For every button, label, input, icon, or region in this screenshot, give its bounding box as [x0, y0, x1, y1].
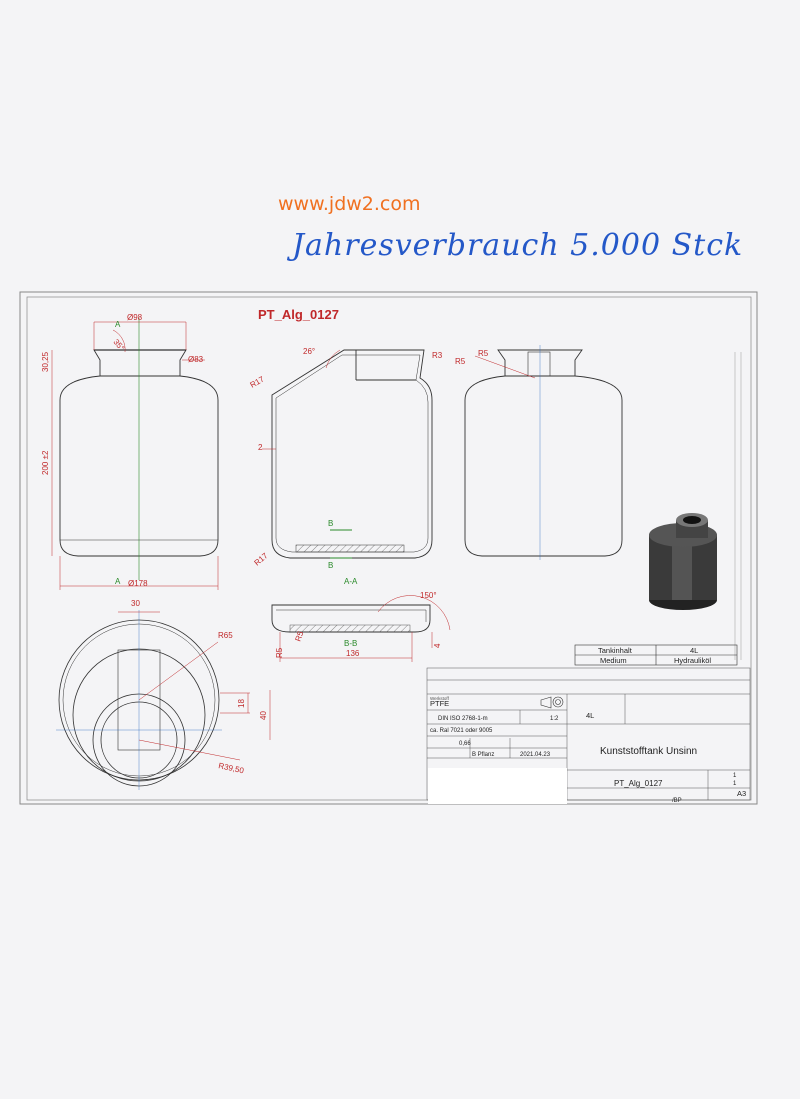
volume: 4L [586, 711, 594, 720]
section-a-bottom: A [115, 577, 121, 586]
section-bb-label: B-B [344, 639, 357, 648]
section-aa-label: A-A [344, 577, 358, 586]
dim-r5-small-2: R5 [293, 629, 305, 642]
section-aa-view [262, 349, 433, 559]
company-name: Kunststofftank Unsinn [600, 746, 697, 757]
dim-r17-top: R17 [249, 374, 267, 389]
dim-r65: R65 [218, 631, 233, 640]
dim-angle-150: 150° [420, 591, 437, 600]
spec-value-medium: Hydrauliköl [674, 656, 711, 665]
dim-body-height: 200 ±2 [41, 450, 50, 475]
spec-label-tank: Tankinhalt [598, 646, 633, 655]
dim-r5-right: R5 [478, 349, 489, 358]
inner-frame [26, 296, 752, 801]
front-view [51, 318, 219, 590]
drawing-title: PT_Alg_0127 [258, 307, 339, 322]
standard: DIN ISO 2768-1-m [438, 716, 488, 722]
watermark-url: www.jdw2.com [278, 193, 421, 215]
redacted-area [428, 768, 567, 804]
dim-wall: 2 [258, 443, 263, 452]
date: 2021.04.23 [520, 752, 551, 758]
section-b-top: B [328, 519, 333, 528]
sheets-total: 1 [733, 781, 737, 787]
dim-r39: R39,50 [218, 761, 246, 775]
outer-frame [19, 291, 758, 805]
sheet: 1 [733, 773, 737, 779]
dim-r17-bottom: R17 [253, 551, 270, 568]
spec-label-medium: Medium [600, 656, 627, 665]
drawn-by: B Pflanz [472, 752, 494, 758]
title-block-text: PTFE Werkstoff DIN ISO 2768-1-m 1:2 ca. … [430, 696, 746, 804]
dim-neck-height: 30,25 [41, 351, 50, 372]
dim-depth-4: 4 [433, 643, 442, 648]
drawing-number: PT_Alg_0127 [614, 779, 663, 788]
weight: 0,66 [459, 741, 471, 747]
dim-r5: R5 [455, 357, 466, 366]
top-view [56, 610, 271, 790]
dim-angle-26: 26° [303, 347, 315, 356]
tank-3d-render [649, 513, 717, 610]
format: A3 [737, 789, 746, 798]
section-b-bottom: B [328, 561, 333, 570]
dim-top-diameter: Ø98 [127, 313, 143, 322]
projection-symbol [540, 696, 564, 709]
dim-18: 18 [237, 699, 246, 708]
svg-text:Werkstoff: Werkstoff [430, 696, 450, 701]
spec-value-tank: 4L [690, 646, 698, 655]
dim-base-diameter: Ø178 [128, 579, 148, 588]
color: ca. Ral 7021 oder 9005 [430, 728, 493, 734]
dim-width-136: 136 [346, 649, 360, 658]
section-a-top: A [115, 320, 121, 329]
revision: /BP [672, 798, 682, 804]
dim-neck-diameter: Ø83 [188, 355, 204, 364]
section-bb-view [271, 595, 451, 662]
dim-r5-small: R5 [275, 647, 284, 658]
dim-40: 40 [259, 711, 268, 720]
handwritten-note: Jahresverbrauch 5.000 Stck [292, 228, 744, 263]
material: PTFE [430, 699, 449, 708]
scale: 1:2 [550, 716, 559, 722]
dim-30: 30 [131, 599, 140, 608]
dim-r3: R3 [432, 351, 443, 360]
side-view [464, 345, 623, 560]
spec-table: Tankinhalt 4L Medium Hydrauliköl [574, 644, 738, 666]
title-block [426, 667, 751, 801]
